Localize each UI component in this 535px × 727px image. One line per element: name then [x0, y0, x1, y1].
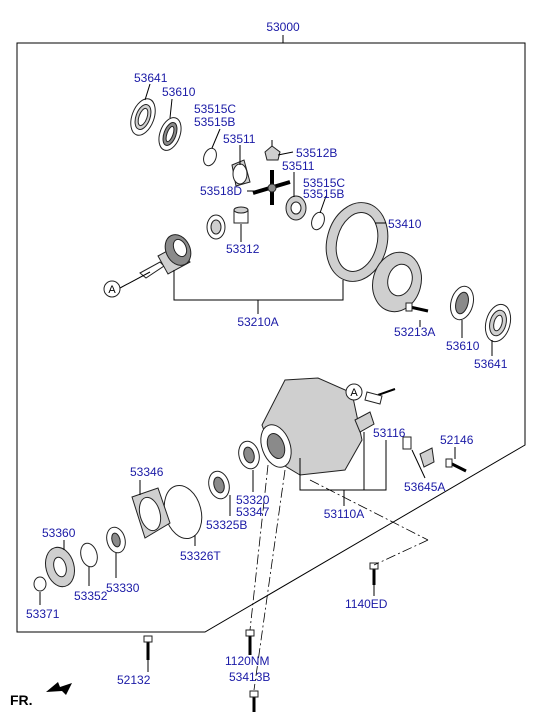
label-53610-left[interactable]: 53610: [162, 85, 196, 99]
front-indicator-label: FR.: [10, 692, 33, 708]
label-53641-left[interactable]: 53641: [134, 71, 168, 85]
clip-part: [402, 436, 435, 468]
label-53352[interactable]: 53352: [74, 589, 108, 603]
assembly-frame: [16, 35, 526, 633]
bottom-bolts: [143, 562, 379, 712]
thrust-washer-part: [203, 147, 217, 167]
label-53330[interactable]: 53330: [106, 581, 140, 595]
label-53515b[interactable]: 53515B: [194, 115, 235, 129]
leader-lines-upper: [119, 83, 493, 356]
reference-a-circle-2: [345, 383, 363, 401]
label-53511-upper[interactable]: 53511: [223, 132, 256, 146]
label-53312[interactable]: 53312: [226, 242, 260, 256]
ring-gear-bolt-part: [405, 302, 429, 313]
label-53511-lower[interactable]: 53511: [282, 159, 315, 173]
bearing-inner-part: [208, 440, 260, 500]
label-53515c-2[interactable]: 53515C: [303, 176, 345, 190]
label-53410[interactable]: 53410: [388, 217, 422, 231]
label-53610-right[interactable]: 53610: [446, 339, 480, 353]
label-52146[interactable]: 52146: [440, 433, 474, 447]
label-1120nm[interactable]: 1120NM: [225, 654, 269, 668]
leader-lines-lower: [39, 432, 456, 672]
bearing-outer-part: [106, 526, 126, 554]
oil-seal-left-part: [130, 98, 156, 136]
label-1140ed[interactable]: 1140ED: [345, 597, 388, 611]
label-53000[interactable]: 53000: [266, 20, 300, 34]
nut-washer-part: [33, 576, 47, 592]
label-53641-right[interactable]: 53641: [474, 357, 508, 371]
bearing-cup-left-part: [158, 117, 182, 151]
bracket-bolt-part: [445, 458, 467, 473]
bracket-part: [354, 388, 396, 433]
ring-gear-part: [325, 202, 389, 282]
carrier-housing-part: [260, 377, 363, 476]
companion-flange-part: [45, 546, 75, 588]
reference-a-label-1: A: [108, 284, 116, 296]
label-53326t[interactable]: 53326T: [180, 549, 221, 563]
label-53213a[interactable]: 53213A: [394, 325, 435, 339]
pinion-housing-part: [131, 487, 171, 539]
reference-a-label-2: A: [350, 387, 358, 399]
front-arrow-icon: [46, 682, 72, 695]
dashed-center-lines: [249, 464, 429, 691]
label-53515b-2[interactable]: 53515B: [303, 187, 344, 201]
label-53325b[interactable]: 53325B: [206, 518, 247, 532]
label-53371[interactable]: 53371: [26, 607, 60, 621]
label-53360[interactable]: 53360: [42, 526, 76, 540]
label-53645a[interactable]: 53645A: [404, 480, 445, 494]
label-53210a[interactable]: 53210A: [237, 315, 278, 329]
label-53515c[interactable]: 53515C: [194, 102, 236, 116]
label-53518d[interactable]: 53518D: [200, 184, 242, 198]
oil-seal-right-part: [484, 303, 512, 343]
side-gear-part: [264, 140, 281, 161]
pinion-gear-lower-part: [285, 195, 307, 221]
pinion-gear-upper-part: [231, 159, 251, 187]
label-53116[interactable]: 53116: [373, 426, 406, 440]
oil-seal-pinion-part: [80, 542, 98, 568]
label-53320[interactable]: 53320: [236, 493, 270, 507]
label-53110a[interactable]: 53110A: [324, 507, 364, 521]
label-53512b[interactable]: 53512B: [296, 146, 337, 160]
label-53347[interactable]: 53347: [236, 505, 270, 519]
bearing-cup-right-part: [449, 285, 475, 321]
differential-case-part: [372, 251, 422, 313]
cross-shaft-part: [252, 170, 291, 205]
reference-a-circle-1: [103, 280, 121, 298]
thrust-washer-right-part: [311, 211, 325, 231]
bearing-spacer-part: [206, 206, 249, 240]
label-53413b[interactable]: 53413B: [229, 670, 270, 684]
drive-pinion-part: [139, 234, 192, 279]
label-52132[interactable]: 52132: [117, 673, 151, 687]
label-53346[interactable]: 53346: [130, 465, 164, 479]
